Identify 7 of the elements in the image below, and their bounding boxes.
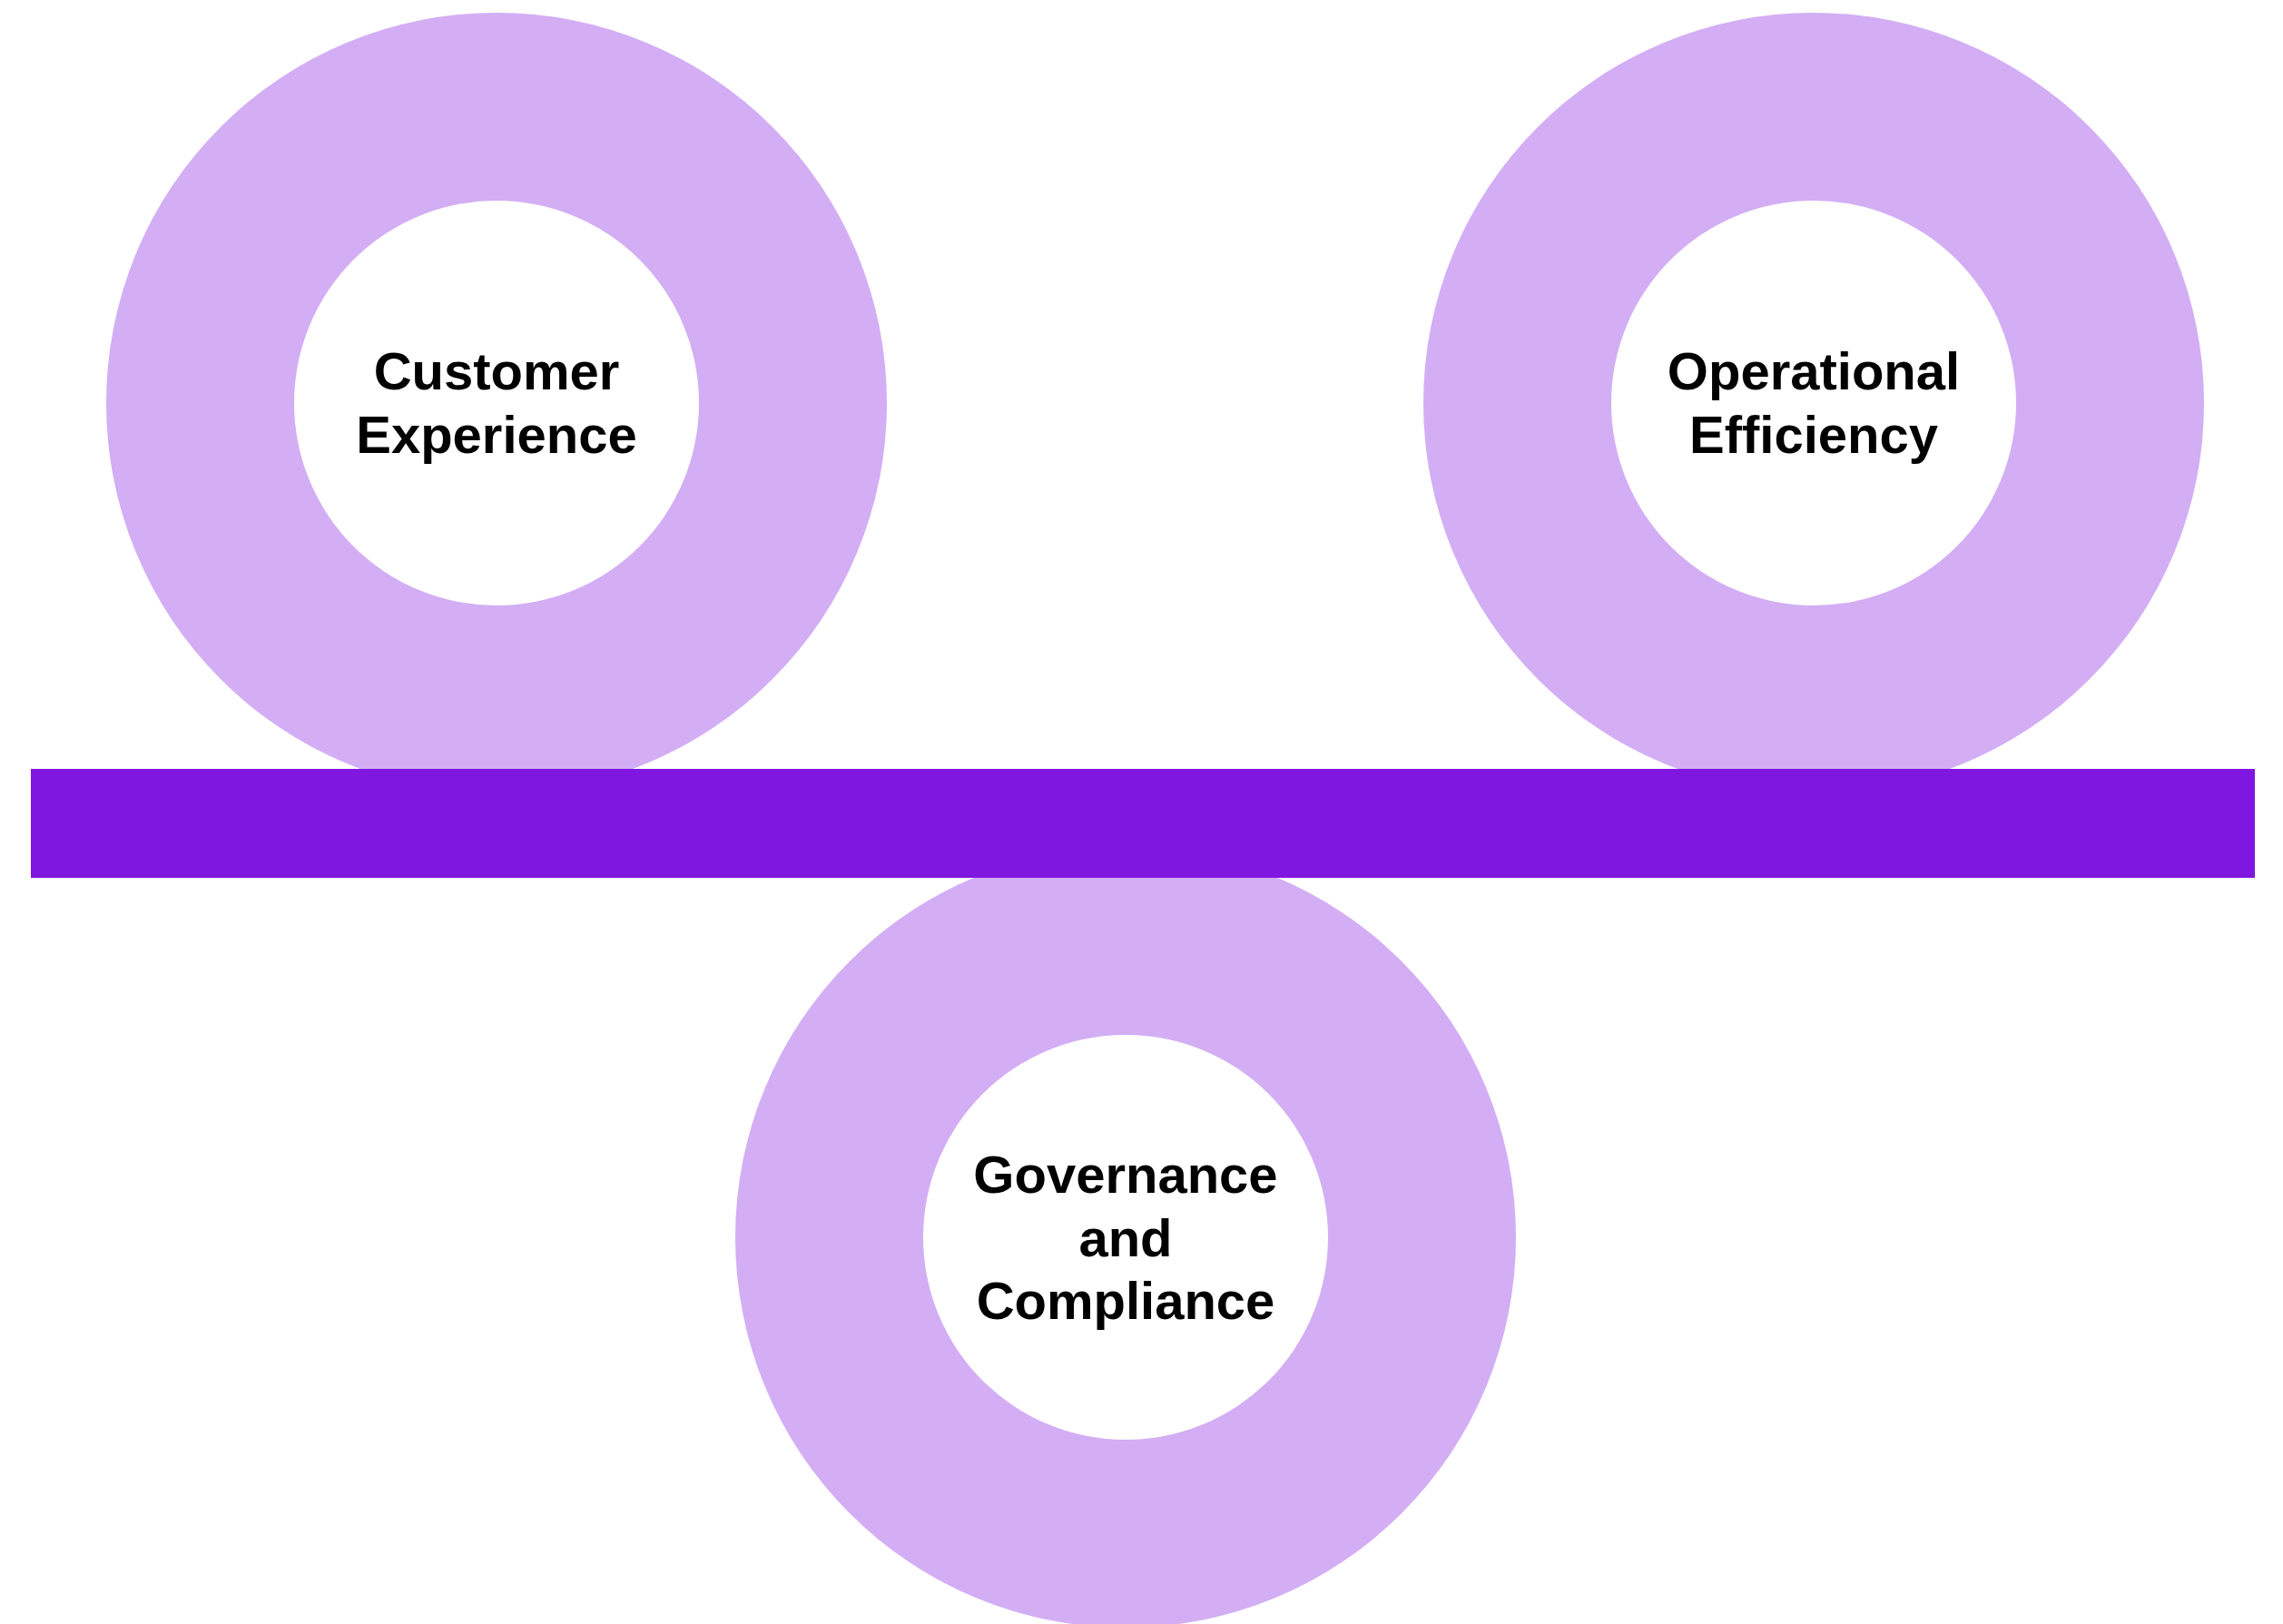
ring-node: [106, 13, 887, 769]
node-label: Operational Efficiency: [1666, 340, 1962, 466]
node-label: Customer Experience: [355, 340, 638, 466]
horizontal-bar: [31, 769, 2255, 878]
ring-node: [1423, 13, 2204, 769]
node-label: Governance and Compliance: [972, 1143, 1279, 1332]
ring-node: [735, 878, 1516, 1624]
